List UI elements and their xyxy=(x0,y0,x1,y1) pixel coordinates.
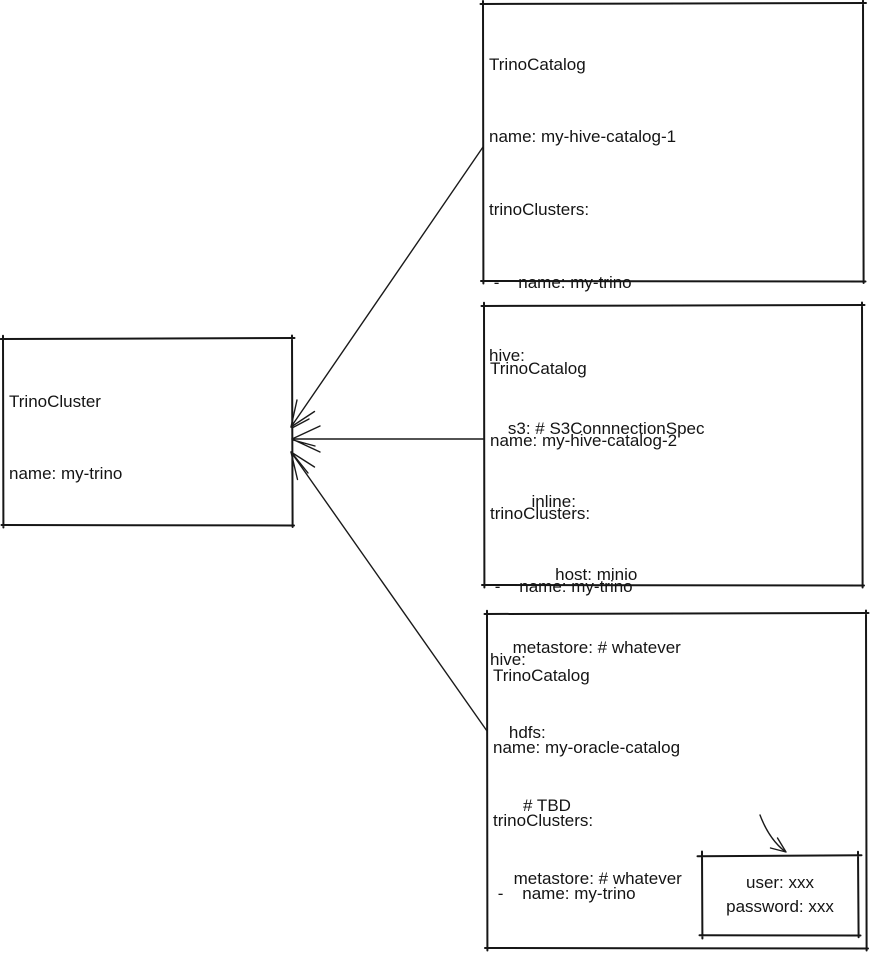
yaml-line: TrinoCatalog xyxy=(490,358,587,378)
yaml-line: name: my-hive-catalog-1 xyxy=(489,127,677,147)
yaml-line: trinoClusters: xyxy=(493,811,594,831)
yaml-line: # TBD xyxy=(490,795,571,815)
secret-line: password: xxx xyxy=(726,897,834,916)
yaml-line: - name: my-trino xyxy=(493,884,636,904)
yaml-line: - name: my-trino xyxy=(490,577,633,597)
arrowhead-catalog1-icon xyxy=(290,399,316,429)
secret-pointer-arrow xyxy=(759,814,786,853)
yaml-line: metastore: # whatever xyxy=(490,868,682,888)
yaml-line: TrinoCatalog xyxy=(489,54,586,74)
yaml-line: name: my-oracle-catalog xyxy=(493,738,681,758)
catalog1-box-border xyxy=(479,0,867,285)
connector-catalog3-cluster xyxy=(290,451,488,732)
trino-cluster-box: TrinoCluster name: my-trino xyxy=(9,341,122,535)
secret-line: user: xxx xyxy=(745,872,815,892)
secret-box-border xyxy=(696,850,863,940)
trino-catalog-1-box: TrinoCatalog name: my-hive-catalog-1 tri… xyxy=(489,4,704,709)
yaml-line: s3: # S3ConnnectionSpec xyxy=(489,419,705,439)
yaml-line: metastore: # whatever xyxy=(489,637,681,657)
yaml-line: hdfs: xyxy=(490,723,546,743)
cluster-box-border xyxy=(0,334,296,529)
trino-catalog-2-box: TrinoCatalog name: my-hive-catalog-2 tri… xyxy=(490,308,682,940)
yaml-line: trinoClusters: xyxy=(489,200,590,220)
catalog2-box-border xyxy=(480,301,866,589)
yaml-line: hive: xyxy=(490,650,526,670)
yaml-line: inline: xyxy=(489,491,576,511)
yaml-line: TrinoCatalog xyxy=(493,665,590,685)
yaml-line: name: my-trino xyxy=(9,464,123,484)
trino-catalog-3-box: TrinoCatalog name: my-oracle-catalog tri… xyxy=(493,615,790,954)
arrowhead-catalog3-icon xyxy=(290,451,316,481)
yaml-line: host: minio xyxy=(489,564,638,584)
yaml-line: trinoClusters: xyxy=(490,504,591,524)
yaml-line: name: my-hive-catalog-2 xyxy=(490,431,678,451)
oracle-credentials-secret-box: user: xxx password: xxx xyxy=(702,855,858,935)
yaml-line: TrinoCluster xyxy=(9,391,101,411)
arrowhead-secret-icon xyxy=(769,837,787,853)
connector-catalog1-cluster xyxy=(290,146,484,428)
yaml-line: hive: xyxy=(489,346,525,366)
arrowhead-catalog2-icon xyxy=(291,425,321,453)
yaml-line: - name: my-trino xyxy=(489,273,632,293)
catalog3-box-border xyxy=(483,609,870,952)
